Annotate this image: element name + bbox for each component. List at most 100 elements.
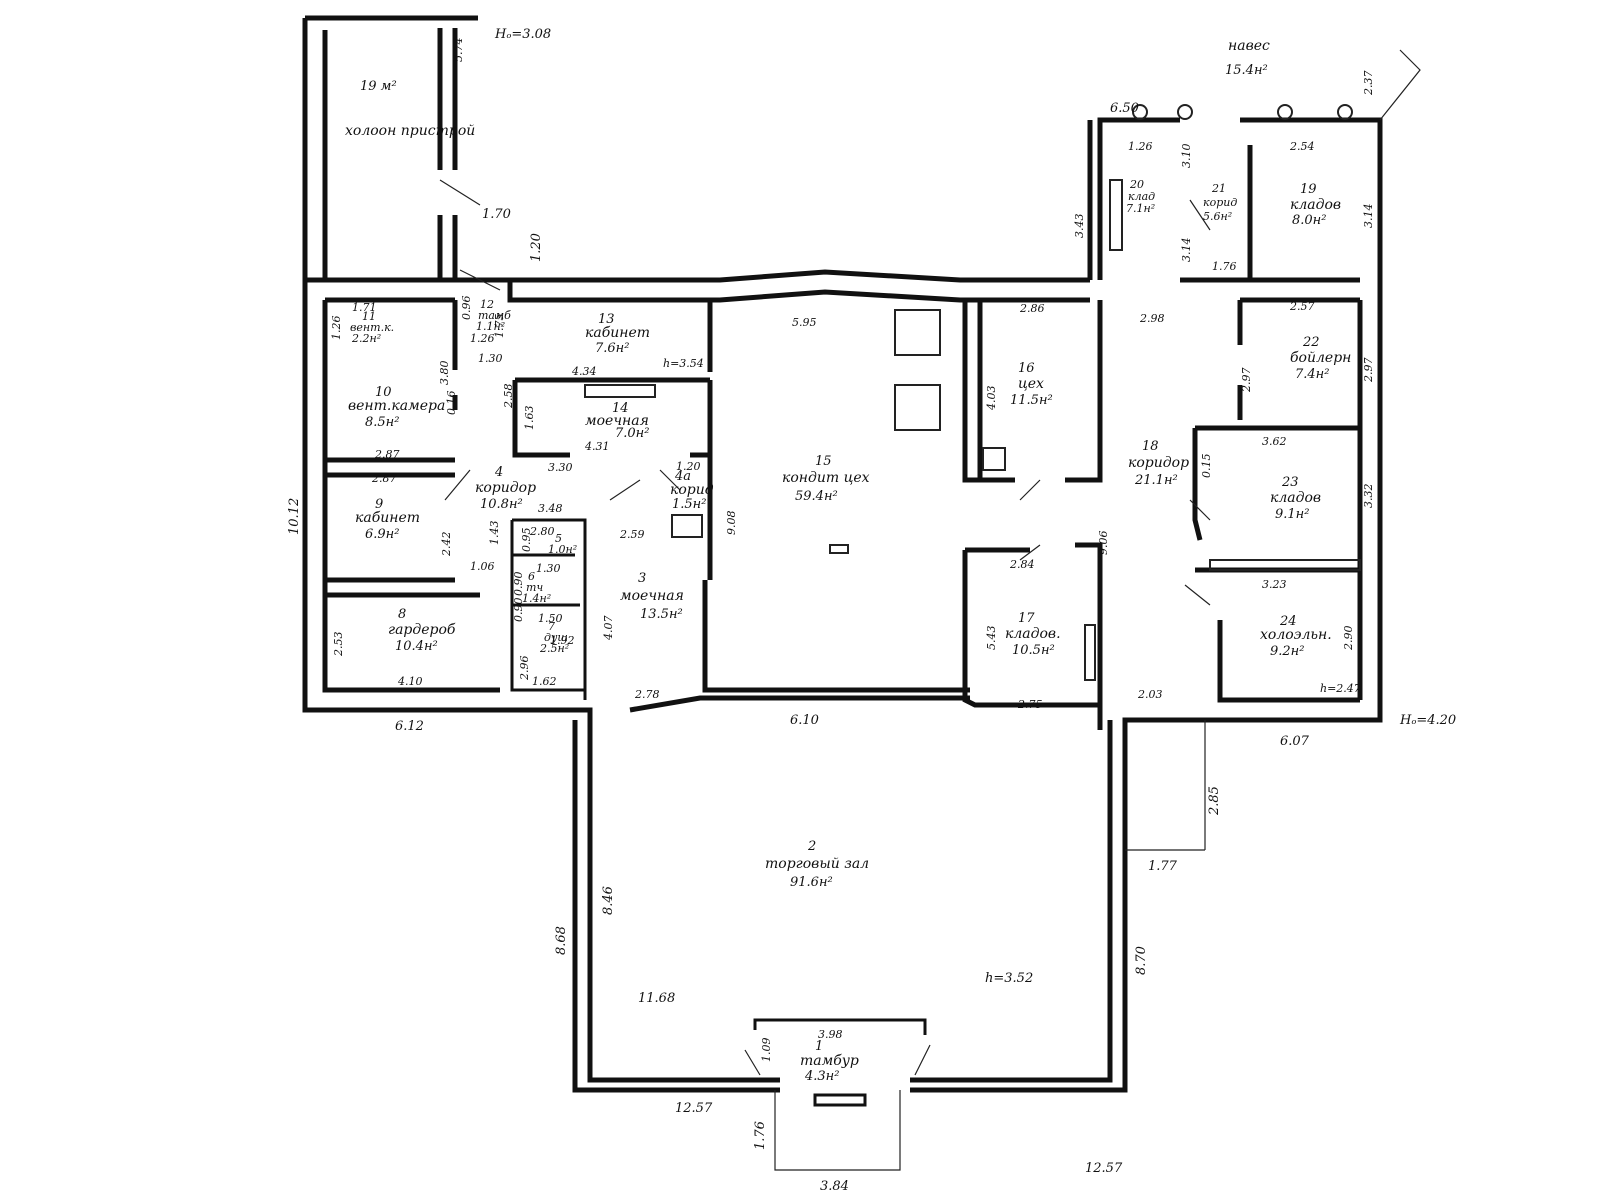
dim-label: 12.57 xyxy=(675,1101,713,1116)
dim-label: 1.76 xyxy=(753,1121,768,1150)
dim-label: 0.15 xyxy=(1200,454,1213,479)
room-1-name: тамбур xyxy=(800,1053,859,1069)
dim-label: 6.12 xyxy=(395,719,424,734)
column-2 xyxy=(894,384,941,431)
dim-label: 2.96 xyxy=(518,656,531,682)
dim-label: 2.53 xyxy=(332,632,345,658)
room-4a-num: 4а xyxy=(674,469,691,484)
shelves-17 xyxy=(1084,624,1096,681)
room-12-name: тамб xyxy=(478,309,511,322)
dim-label: 1.75 xyxy=(493,314,506,339)
sink-block-14 xyxy=(584,384,656,398)
room-16-area: 11.5н² xyxy=(1010,393,1053,408)
dim-label: 6.07 xyxy=(1280,734,1310,749)
room-22-num: 22 xyxy=(1302,335,1320,350)
room-18-area: 21.1н² xyxy=(1134,473,1178,488)
dim-label: 0.90 xyxy=(512,598,525,623)
room-21-area: 5.6н² xyxy=(1203,210,1232,223)
room-17-walls xyxy=(962,542,1103,730)
dim-label: 3.14 xyxy=(1362,204,1375,229)
top-wall xyxy=(507,269,1090,303)
fixtures xyxy=(584,104,1361,681)
room-7-area: 2.5н² xyxy=(539,642,569,655)
dim-label: 1.76 xyxy=(1212,260,1237,273)
room-7-num: 7 xyxy=(548,620,555,633)
room-24-name: холоэльн. xyxy=(1260,627,1332,643)
dim-label: 1.62 xyxy=(532,675,557,688)
room-6-name: тч xyxy=(526,581,543,594)
room-23-num: 23 xyxy=(1281,475,1299,490)
room-17-name: кладов. xyxy=(1005,626,1061,642)
dim-label: 1.92 xyxy=(550,634,575,647)
room-13-area: 7.6н² xyxy=(595,341,629,356)
dim-label: 0.96 xyxy=(460,296,473,321)
room-19-area: 8.0н² xyxy=(1292,213,1326,228)
dim-label: 11.68 xyxy=(638,991,675,1006)
room-16-name: цех xyxy=(1018,376,1044,392)
dim-label: 0.90 xyxy=(512,572,525,597)
dim-label: 4.03 xyxy=(985,386,998,412)
dim-label: 2.87 xyxy=(371,472,397,485)
room-7-name: душ xyxy=(544,631,568,644)
room-3-area: 13.5н² xyxy=(640,607,683,622)
room-2-num: 2 xyxy=(807,839,816,854)
dim-label: 2.42 xyxy=(440,532,453,558)
sink-16 xyxy=(982,447,1006,471)
room-9-num: 9 xyxy=(375,497,383,512)
room-21-name: корид xyxy=(1203,196,1237,209)
dim-label: 3.10 xyxy=(1180,144,1193,169)
dim-label: 0.95 xyxy=(520,528,533,553)
canopy-outline xyxy=(1379,49,1421,121)
room-annex-area: 19 м² xyxy=(360,79,397,94)
right-block-walls xyxy=(1087,117,1383,850)
dim-label: 4.31 xyxy=(584,440,610,453)
height-marks: h=3.54 h=3.52 h=2.47 Hₒ=3.08 Hₒ=4.20 xyxy=(494,27,1456,986)
dim-label: 2.86 xyxy=(1019,302,1045,315)
dim-label: 2.98 xyxy=(1139,312,1165,325)
dim-label: 4.34 xyxy=(571,365,597,378)
canopy-post-4 xyxy=(1337,104,1353,120)
room-14-area: 7.0н² xyxy=(615,426,649,441)
height-mark-sales-hall: h=3.52 xyxy=(985,971,1033,986)
dimension-labels: 5.74 1.70 1.20 1.71 1.26 0.96 1.26 1.30 … xyxy=(287,38,1375,1195)
canopy-post-1 xyxy=(1132,104,1148,120)
room-4a-name: корид xyxy=(670,482,714,498)
dimension-lines xyxy=(439,49,1421,1171)
room-10-name: вент.камера xyxy=(348,398,445,414)
room-14-name: моечная xyxy=(585,413,649,429)
dim-label: 1.77 xyxy=(1148,859,1178,874)
room-22-area: 7.4н² xyxy=(1295,367,1329,382)
room-11-name: вент.к. xyxy=(350,321,394,334)
dim-label: 1.26 xyxy=(470,332,495,345)
dim-label: 2.59 xyxy=(619,528,645,541)
room-16-num: 16 xyxy=(1018,361,1035,376)
room-15-area: 59.4н² xyxy=(795,489,838,504)
dim-label: 2.90 xyxy=(1342,626,1355,652)
height-mark-annex: Hₒ=3.08 xyxy=(494,27,551,42)
outer-dimensions xyxy=(774,720,1206,1171)
dim-label: 0.16 xyxy=(445,391,458,416)
room-2-area: 91.6н² xyxy=(790,875,833,890)
plug-15 xyxy=(829,544,849,554)
dim-label: 1.26 xyxy=(1128,140,1153,153)
dim-label: 3.80 xyxy=(438,361,451,386)
room-12-num: 12 xyxy=(480,298,494,311)
room-17-num: 17 xyxy=(1018,611,1035,626)
room-18-num: 18 xyxy=(1142,439,1159,454)
sanitary-walls xyxy=(510,518,587,700)
dim-label: 1.30 xyxy=(478,352,503,365)
room-8-name: гардероб xyxy=(388,622,456,638)
washroom-3-walls xyxy=(629,455,970,713)
room-20-name: клад xyxy=(1128,190,1155,203)
dim-label: 8.70 xyxy=(1134,946,1149,975)
room-23-name: кладов xyxy=(1270,490,1321,506)
room-1-area: 4.3н² xyxy=(804,1069,839,1084)
dim-label: 1.09 xyxy=(760,1038,773,1063)
room-4-name: коридор xyxy=(475,480,536,496)
room-22-name: бойлерн xyxy=(1290,350,1351,366)
dim-label: 1.43 xyxy=(488,521,501,546)
room-13-num: 13 xyxy=(598,312,615,327)
vestibule-walls xyxy=(753,1018,927,1107)
room-11-num: 11 xyxy=(362,310,376,323)
